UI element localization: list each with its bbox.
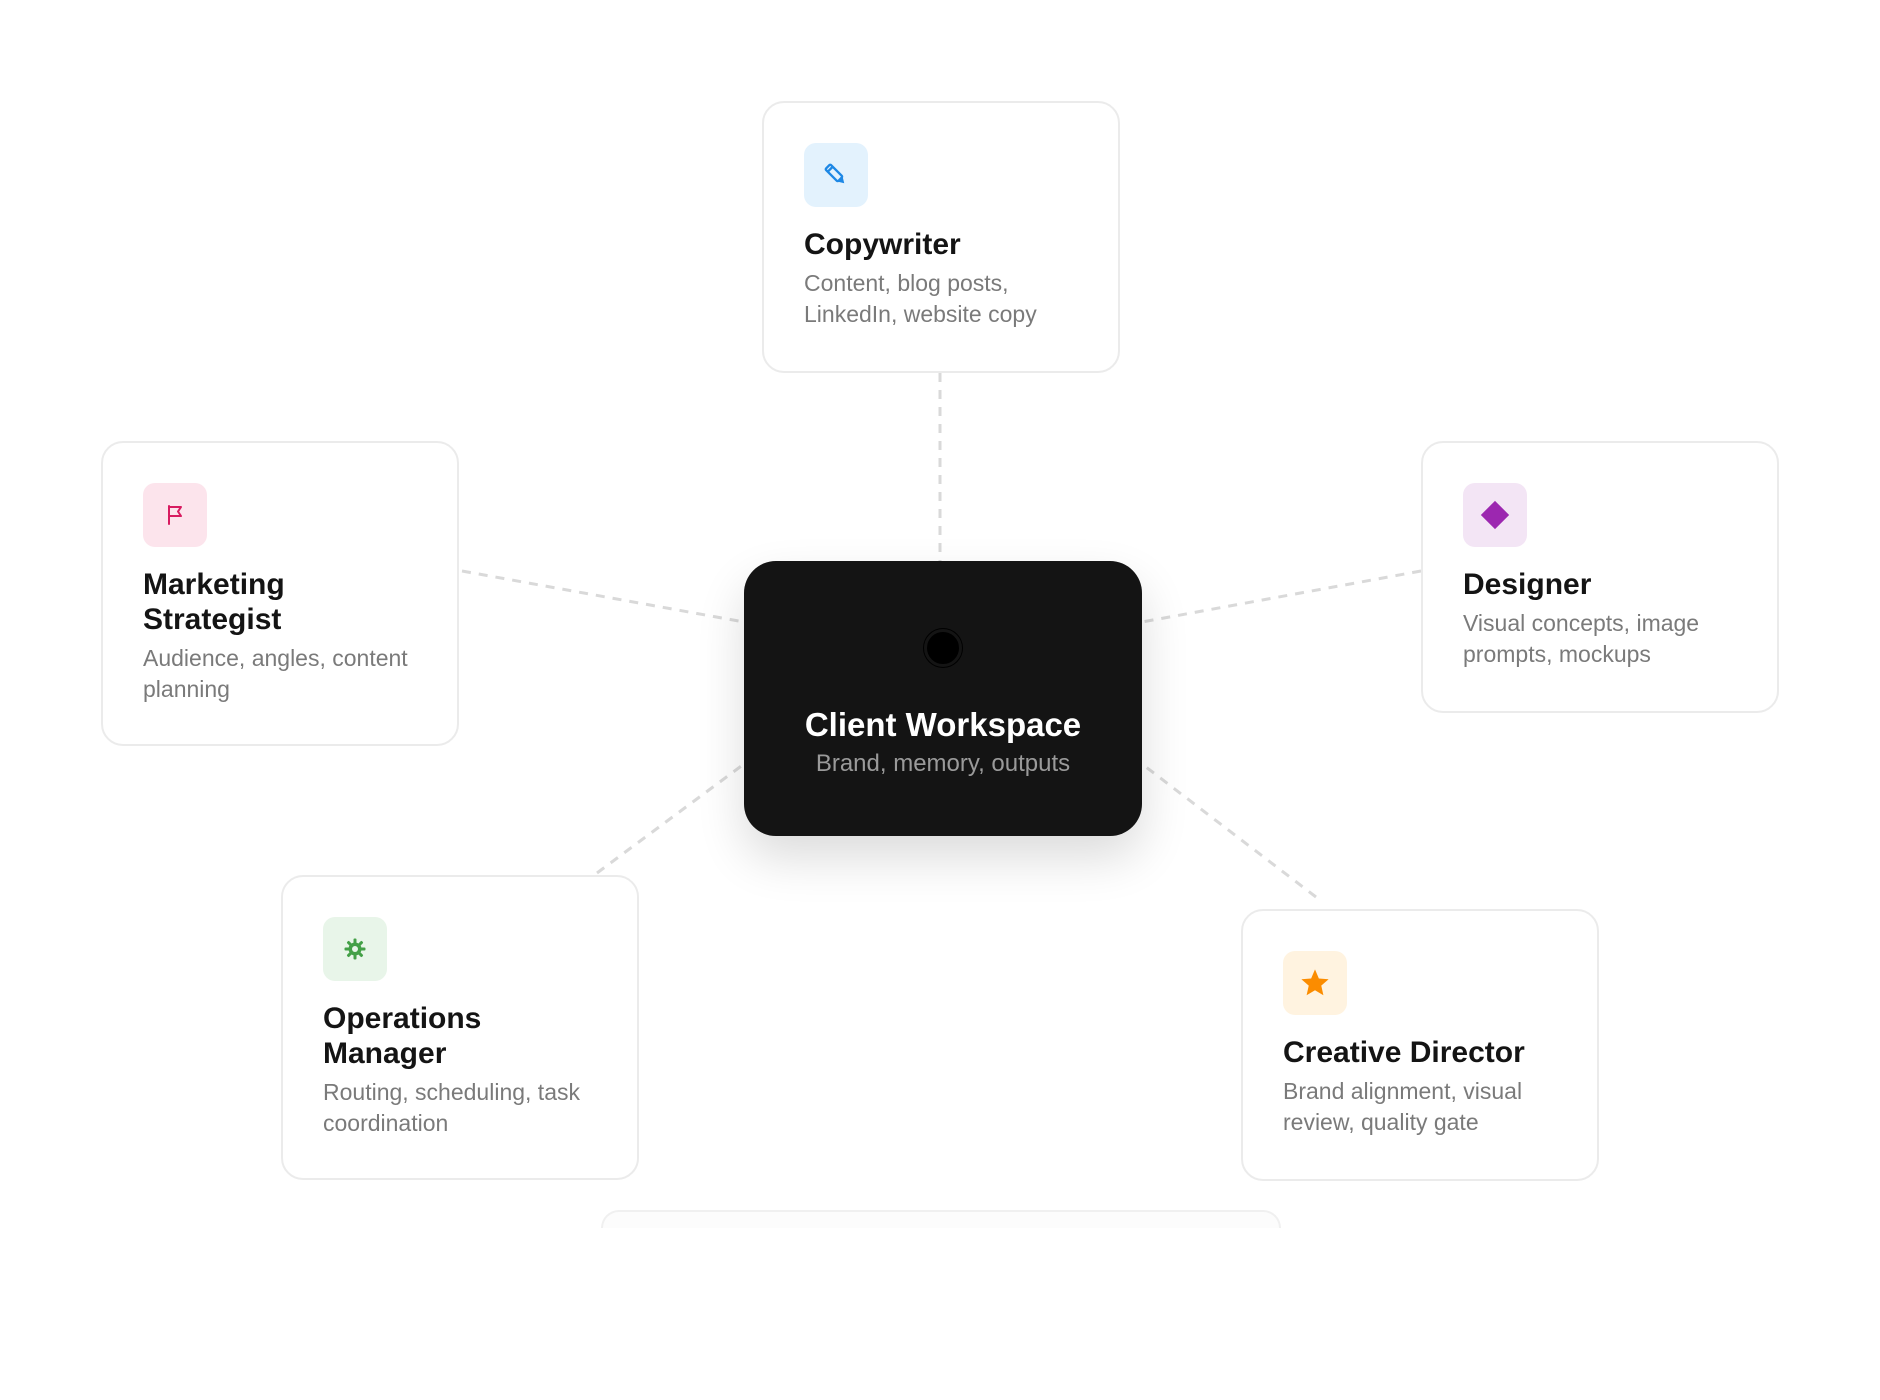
role-description: Visual concepts, image prompts, mockups [1463, 610, 1700, 667]
star-icon [1301, 969, 1329, 996]
gear-icon [344, 938, 366, 960]
role-card-marketing-strategist[interactable]: Marketing Strategist Audience, angles, c… [101, 441, 459, 746]
role-title: Creative Director [1283, 1036, 1525, 1069]
role-title: Marketing Strategist [143, 568, 285, 636]
diamond-icon-tile [1463, 483, 1527, 547]
diamond-icon [1480, 500, 1510, 530]
hub-title: Client Workspace [804, 705, 1082, 743]
role-description: Audience, angles, content planning [143, 645, 408, 702]
role-card-operations-manager[interactable]: Operations Manager Routing, scheduling, … [281, 875, 639, 1180]
role-description: Content, blog posts, LinkedIn, website c… [804, 270, 1037, 327]
connector-designer [1141, 569, 1422, 624]
role-title: Designer [1463, 568, 1592, 601]
gear-icon-tile [323, 917, 387, 981]
role-description: Routing, scheduling, task coordination [323, 1079, 580, 1136]
role-title: Operations Manager [323, 1002, 482, 1070]
bottom-panel-edge [601, 1210, 1281, 1228]
role-card-designer[interactable]: Designer Visual concepts, image prompts,… [1421, 441, 1779, 713]
target-icon [923, 627, 963, 668]
role-card-creative-director[interactable]: Creative Director Brand alignment, visua… [1241, 909, 1599, 1181]
role-title: Copywriter [804, 228, 961, 261]
role-card-copywriter[interactable]: Copywriter Content, blog posts, LinkedIn… [762, 101, 1120, 373]
client-workspace-hub[interactable]: Client Workspace Brand, memory, outputs [744, 561, 1142, 836]
connector-marketing-strategist [461, 569, 745, 624]
pencil-icon-tile [804, 143, 868, 207]
flag-icon [168, 505, 182, 525]
flag-icon-tile [143, 483, 207, 547]
connector-creative-director [1141, 762, 1317, 899]
connector-operations-manager [596, 762, 745, 875]
star-icon-tile [1283, 951, 1347, 1015]
role-description: Brand alignment, visual review, quality … [1283, 1078, 1523, 1135]
pencil-icon [824, 163, 845, 184]
hub-subtitle: Brand, memory, outputs [815, 749, 1071, 777]
